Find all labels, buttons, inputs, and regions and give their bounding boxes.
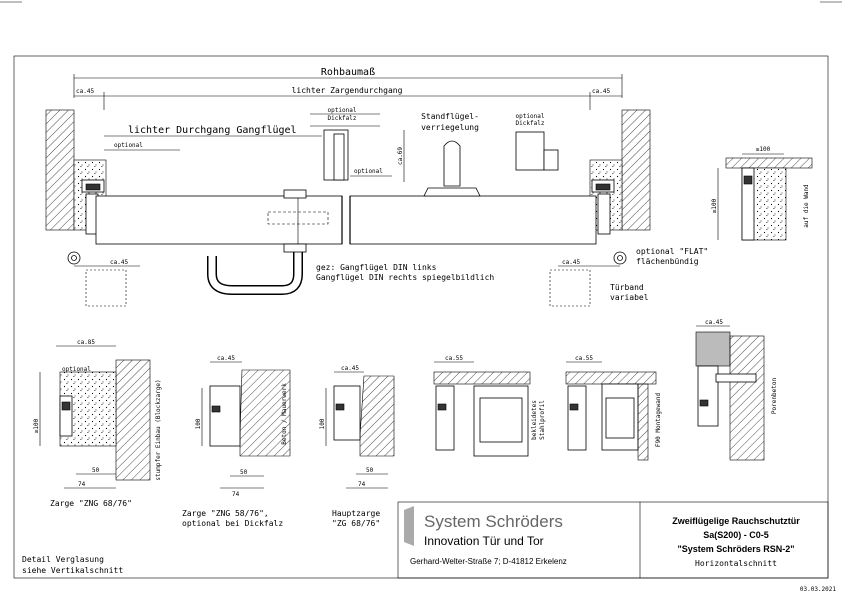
ca45-left-label: ca.45 (76, 88, 94, 95)
detail-6-top-dim: ca.45 (705, 319, 723, 326)
detail-2-dim-74: 74 (232, 491, 240, 498)
drawing-date: 03.03.2021 (800, 586, 837, 593)
detail-5-top-dim: ca.55 (575, 355, 593, 362)
detail-4: ca.55 bekleidetes Stahlprofil (433, 355, 546, 457)
company-tagline: Innovation Tür und Tor (424, 534, 544, 548)
detail-6: ca.45 Porenbeton (695, 319, 778, 461)
note-line-1: gez: Gangflügel DIN links (316, 263, 437, 272)
rohbaumass-label: Rohbaumaß (321, 67, 375, 78)
detail-1-optional: optional (62, 366, 91, 373)
ca69-label: ca.69 (397, 147, 404, 165)
tuerband-label-1: Türband (610, 283, 644, 292)
zargendurchgang-label: lichter Zargendurchgang (292, 86, 403, 95)
detail-2-dim-50: 50 (240, 469, 248, 476)
standfluegel-label-2: verriegelung (421, 123, 479, 132)
ge100-top: ≥100 (756, 146, 771, 153)
detail-1-dim-74: 74 (78, 481, 86, 488)
tuerband-label-2: variabel (610, 293, 649, 302)
dickfalz-2: Dickfalz (516, 120, 545, 127)
detail-3-caption-1: Hauptzarge (332, 509, 380, 518)
title-block (397, 501, 829, 579)
durchgang-gangfluegel-label: lichter Durchgang Gangflügel (128, 125, 297, 136)
footer: Detail Verglasung siehe Vertikalschnitt … (22, 501, 837, 593)
optional-dickfalz-1: optional (328, 107, 357, 114)
flat-label-2: flächenbündig (636, 257, 699, 266)
title-line-1: Zweiflügelige Rauchschutztür (672, 516, 800, 526)
ca45-lower-right: ca.45 (562, 259, 580, 266)
detail-1-vertical-label: stumpfer Einbau (Blockzarge) (155, 379, 162, 480)
detail-1: ca.85 optional ≥100 50 74 stumpfer Einba… (33, 339, 162, 508)
detail-3-caption-2: "ZG 68/76" (332, 519, 380, 528)
ge100-side: ≥100 (711, 198, 718, 213)
detail-1-dim-50: 50 (92, 467, 100, 474)
title-line-4: Horizontalschnitt (695, 559, 777, 568)
title-line-3: "System Schröders RSN-2" (677, 544, 794, 554)
flat-label-1: optional "FLAT" (636, 247, 708, 256)
detail-4-top-dim: ca.55 (445, 355, 463, 362)
detail-wall: ≥100 ≥100 auf die Wand (711, 146, 813, 241)
auf-die-wand: auf die Wand (803, 184, 810, 228)
optional-dickfalz-2: optional (516, 113, 545, 120)
optional-small: optional (354, 168, 383, 175)
detail-4-vertical-label-2: Stahlprofil (539, 400, 546, 440)
detail-3-side-dim: 100 (319, 418, 326, 429)
dickfalz-1: Dickfalz (328, 115, 357, 122)
detail-note-1: Detail Verglasung (22, 555, 104, 564)
detail-5-vertical-label: F90 Montagewand (655, 393, 662, 448)
detail-3-dim-74: 74 (358, 481, 366, 488)
company-logo (404, 506, 414, 546)
standfluegel-label-1: Standflügel- (421, 112, 479, 121)
detail-2-caption-1: Zarge "ZNG 58/76", (182, 509, 269, 518)
detail-1-caption-1: Zarge "ZNG 68/76" (50, 499, 132, 508)
detail-2-side-dim: 100 (195, 418, 202, 429)
detail-1-top-dim: ca.85 (77, 339, 95, 346)
detail-2-vertical-label: Beton / Mauerwerk (281, 383, 288, 445)
detail-3-top-dim: ca.45 (341, 365, 359, 372)
main-plan: Rohbaumaß ca.45 ca.45 lichter Zargendurc… (45, 67, 708, 307)
detail-4-vertical-label-1: bekleidetes (531, 400, 538, 440)
detail-2: ca.45 100 50 74 Beton / Mauerwerk Zarge … (182, 355, 291, 528)
detail-3: ca.45 100 50 74 Hauptzarge "ZG 68/76" (319, 365, 395, 528)
detail-note-2: siehe Vertikalschnitt (22, 566, 123, 575)
ca45-right-label: ca.45 (592, 88, 610, 95)
detail-2-top-dim: ca.45 (217, 355, 235, 362)
company-address: Gerhard-Welter-Straße 7; D-41812 Erkelen… (410, 557, 567, 566)
company-name: System Schröders (424, 512, 563, 531)
note-line-2: Gangflügel DIN rechts spiegelbildlich (316, 273, 494, 282)
detail-1-side-dim: ≥100 (33, 418, 40, 433)
optional-left-label: optional (114, 142, 143, 149)
detail-3-dim-50: 50 (366, 467, 374, 474)
detail-5: ca.55 F90 Montagewand (565, 355, 662, 461)
detail-6-vertical-label: Porenbeton (771, 378, 778, 415)
title-line-2: Sa(S200) - C0-5 (703, 530, 769, 540)
detail-2-caption-2: optional bei Dickfalz (182, 519, 283, 528)
ca45-lower-left: ca.45 (110, 259, 128, 266)
